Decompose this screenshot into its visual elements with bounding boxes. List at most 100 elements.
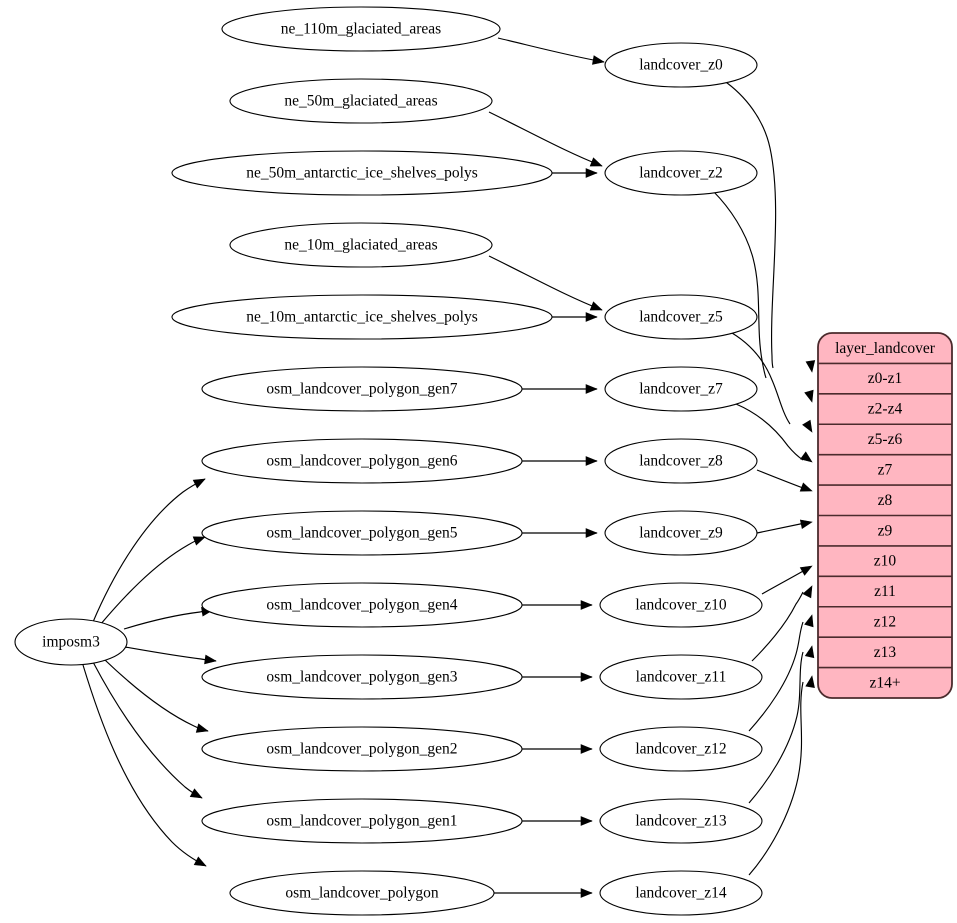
node-landcover_z7[interactable]: landcover_z7: [604, 366, 758, 412]
node-label: landcover_z13: [635, 813, 726, 830]
node-imposm3[interactable]: imposm3: [14, 618, 128, 666]
record-row-z0-z1[interactable]: z0-z1: [818, 362, 952, 387]
node-landcover_z13[interactable]: landcover_z13: [599, 798, 763, 844]
edge-arrowhead: [592, 55, 605, 65]
node-landcover_z11[interactable]: landcover_z11: [599, 654, 763, 700]
node-label: osm_landcover_polygon_gen7: [266, 381, 457, 398]
view-node-ellipse: [604, 366, 758, 412]
edge-imposm3-to-osm_landcover_polygon_gen2: [92, 661, 203, 799]
node-osm_landcover_polygon_gen2[interactable]: osm_landcover_polygon_gen2: [201, 726, 523, 772]
node-osm_landcover_polygon_gen5[interactable]: osm_landcover_polygon_gen5: [201, 510, 523, 556]
node-label: osm_landcover_polygon_gen1: [266, 813, 457, 830]
record-row-z13[interactable]: z13: [818, 636, 952, 661]
node-landcover_z14[interactable]: landcover_z14: [599, 870, 763, 916]
record-row-z9[interactable]: z9: [818, 514, 952, 540]
record-header-label: layer_landcover: [835, 340, 936, 357]
edge-osm_landcover_polygon_gen7-to-landcover_z7: [522, 384, 598, 394]
node-osm_landcover_polygon_gen1[interactable]: osm_landcover_polygon_gen1: [201, 798, 523, 844]
table-node-ellipse: [221, 6, 501, 52]
edge-arrowhead: [585, 312, 598, 322]
node-label: osm_landcover_polygon_gen5: [266, 525, 457, 542]
node-label: osm_landcover_polygon: [285, 885, 439, 902]
edge-landcover_z10-to-layer_landcover: [761, 565, 813, 595]
record-header-cell[interactable]: layer_landcover: [835, 340, 936, 357]
record-row-label: z0-z1: [868, 370, 902, 387]
view-node-ellipse: [604, 438, 758, 484]
edge-arrowhead: [804, 389, 814, 403]
edge-line: [92, 661, 203, 799]
node-label: osm_landcover_polygon_gen3: [266, 669, 457, 686]
node-landcover_z5[interactable]: landcover_z5: [604, 294, 758, 340]
view-node-ellipse: [599, 582, 763, 628]
node-osm_landcover_polygon_gen4[interactable]: osm_landcover_polygon_gen4: [201, 582, 523, 628]
edge-ne_10m_glaciated_areas-to-landcover_z5: [488, 255, 603, 311]
node-ne_110m_glaciated_areas[interactable]: ne_110m_glaciated_areas: [221, 6, 501, 52]
node-label: landcover_z8: [639, 453, 723, 470]
edge-line: [497, 37, 605, 63]
edge-arrowhead: [802, 585, 813, 599]
node-label: landcover_z10: [635, 597, 726, 614]
view-node-ellipse: [604, 510, 758, 556]
node-landcover_z12[interactable]: landcover_z12: [599, 726, 763, 772]
edge-arrowhead: [805, 675, 815, 688]
node-ne_50m_glaciated_areas[interactable]: ne_50m_glaciated_areas: [229, 78, 493, 124]
node-ne_50m_antarctic_ice_shelves_polys[interactable]: ne_50m_antarctic_ice_shelves_polys: [171, 150, 553, 196]
edge-arrowhead: [580, 672, 593, 682]
record-row-z12[interactable]: z12: [818, 605, 952, 631]
record-node-layer_landcover[interactable]: layer_landcover z0-z1 z2-z4 z5-z6 z7 z8 z9 z10 z…: [817, 332, 953, 699]
edge-landcover_z9-to-layer_landcover: [756, 519, 813, 534]
record-row-z8[interactable]: z8: [818, 484, 952, 509]
record-row-z10[interactable]: z10: [818, 545, 952, 570]
edge-landcover_z5-to-layer_landcover: [731, 332, 813, 433]
table-node-ellipse: [201, 654, 523, 700]
edge-arrowhead: [580, 744, 593, 754]
node-landcover_z2[interactable]: landcover_z2: [604, 150, 758, 196]
record-row-z11[interactable]: z11: [818, 575, 952, 600]
edge-line: [99, 536, 206, 626]
edge-arrowhead: [802, 419, 813, 433]
edge-arrowhead: [799, 519, 813, 530]
node-osm_landcover_polygon_gen3[interactable]: osm_landcover_polygon_gen3: [201, 654, 523, 700]
edge-line: [123, 609, 214, 630]
edge-landcover_z7-to-layer_landcover: [735, 403, 813, 463]
record-node-layer: layer_landcover z0-z1 z2-z4 z5-z6 z7 z8 z9 z10 z…: [817, 332, 953, 699]
edge-osm_landcover_polygon-to-landcover_z14: [494, 888, 593, 898]
node-ne_10m_antarctic_ice_shelves_polys[interactable]: ne_10m_antarctic_ice_shelves_polys: [171, 294, 553, 340]
node-label: landcover_z5: [639, 309, 723, 326]
node-label: ne_10m_antarctic_ice_shelves_polys: [246, 309, 478, 326]
node-landcover_z10[interactable]: landcover_z10: [599, 582, 763, 628]
view-node-ellipse: [599, 726, 763, 772]
record-row-z7[interactable]: z7: [818, 453, 952, 479]
node-osm_landcover_polygon[interactable]: osm_landcover_polygon: [229, 870, 495, 916]
edge-arrowhead: [580, 600, 593, 610]
edge-line: [735, 403, 804, 461]
edge-arrowhead: [585, 456, 598, 466]
record-row-z14+[interactable]: z14+: [818, 666, 952, 692]
edge-line: [488, 255, 603, 311]
node-osm_landcover_polygon_gen7[interactable]: osm_landcover_polygon_gen7: [201, 366, 523, 412]
edge-imposm3-to-osm_landcover_polygon_gen3: [104, 659, 209, 733]
node-landcover_z0[interactable]: landcover_z0: [604, 42, 758, 88]
record-row-z5-z6[interactable]: z5-z6: [818, 423, 952, 448]
edge-arrowhead: [204, 654, 217, 665]
edge-ne_50m_antarctic_ice_shelves_polys-to-landcover_z2: [552, 168, 598, 178]
node-landcover_z8[interactable]: landcover_z8: [604, 438, 758, 484]
edge-osm_landcover_polygon_gen3-to-landcover_z11: [522, 672, 593, 682]
edge-arrowhead: [585, 168, 598, 178]
node-osm_landcover_polygon_gen6[interactable]: osm_landcover_polygon_gen6: [201, 438, 523, 484]
edge-arrowhead: [580, 816, 593, 826]
edge-arrowhead: [585, 384, 598, 394]
record-row-z2-z4[interactable]: z2-z4: [818, 393, 952, 418]
record-row-label: z8: [878, 492, 893, 509]
edge-line: [124, 646, 217, 662]
edge-landcover_z2-to-layer_landcover: [712, 190, 814, 403]
table-node-ellipse: [229, 222, 493, 268]
record-row-label: z11: [874, 583, 896, 600]
edge-arrowhead: [799, 482, 813, 492]
node-ne_10m_glaciated_areas[interactable]: ne_10m_glaciated_areas: [229, 222, 493, 268]
node-landcover_z9[interactable]: landcover_z9: [604, 510, 758, 556]
edges-layer: [82, 37, 816, 898]
nodes-layer: imposm3 ne_110m_glaciated_areas ne_50m_gla…: [14, 6, 763, 916]
